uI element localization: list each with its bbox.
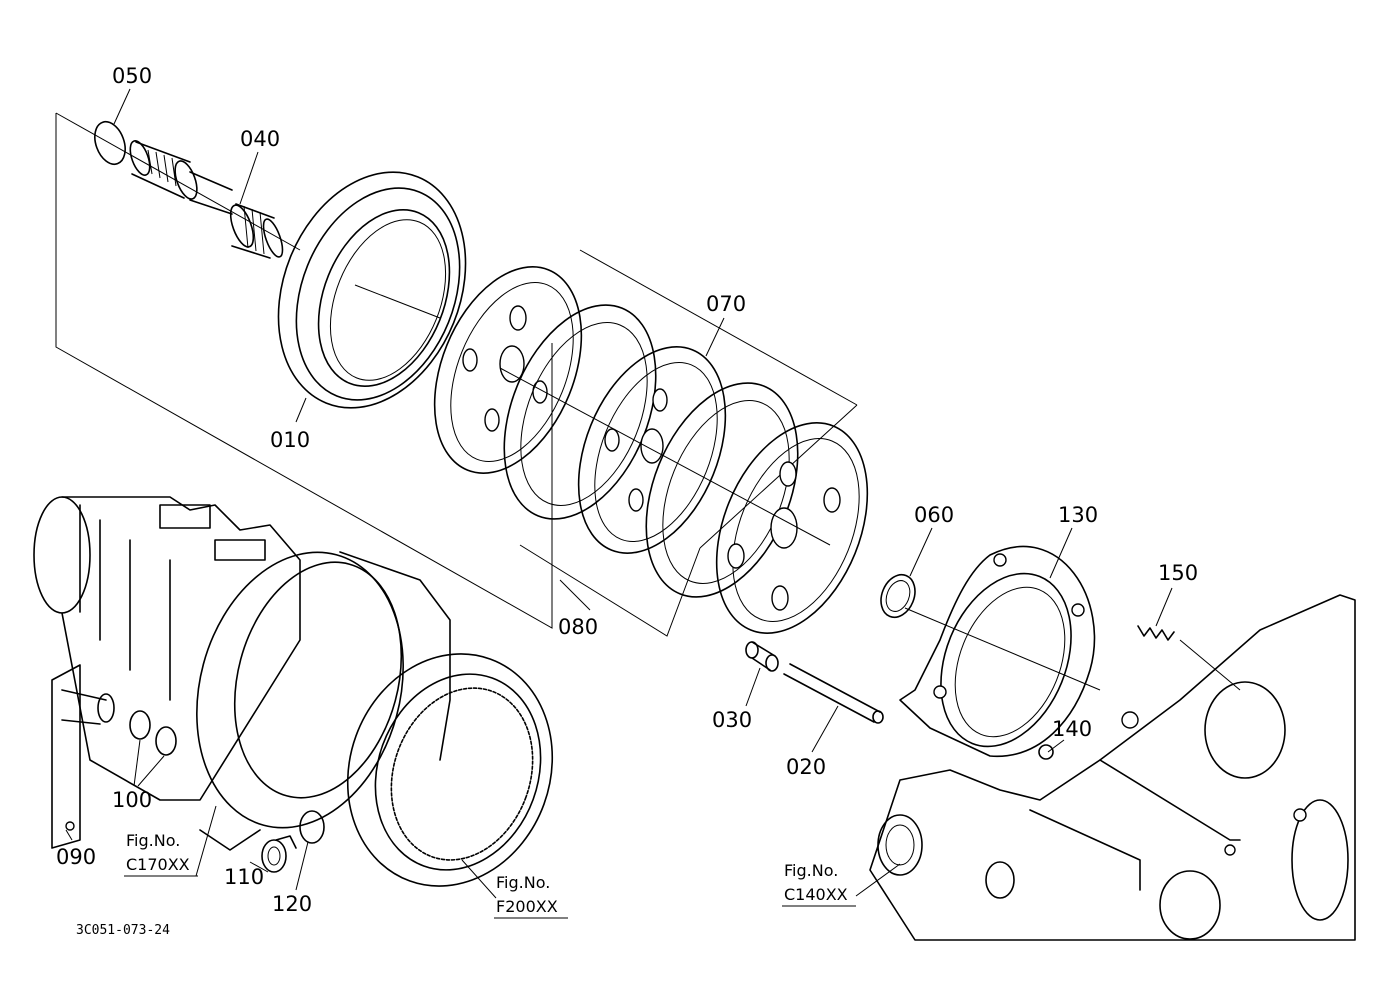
part-label-150: 150	[1158, 561, 1198, 585]
fig-ref-c170-line1: Fig.No.	[126, 831, 180, 850]
fig-ref-c140-line1: Fig.No.	[784, 861, 838, 880]
part-label-050: 050	[112, 64, 152, 88]
shaft-090-shape	[51, 664, 115, 849]
part-label-020: 020	[786, 755, 826, 779]
part-labels: 050 040 010 070 080 060 130 150 030 020 …	[56, 64, 1198, 916]
part-label-090: 090	[56, 845, 96, 869]
plate-130-shape	[899, 545, 1096, 757]
part-label-030: 030	[712, 708, 752, 732]
piston-010-shape	[277, 171, 467, 409]
o-ring-050-shape	[94, 120, 126, 166]
figure-reference-f200[interactable]: Fig.No. F200XX	[494, 873, 568, 919]
snap-ring-060-shape	[880, 573, 916, 619]
part-label-130: 130	[1058, 503, 1098, 527]
snap-ring-120-shape	[299, 810, 325, 844]
part-label-070: 070	[706, 292, 746, 316]
ball-140-shape	[1038, 744, 1054, 760]
o-rings-100-shape	[129, 710, 177, 756]
spring-150-shape	[1137, 625, 1241, 691]
collar-030-shape	[745, 641, 779, 672]
pin-020-shape	[783, 663, 884, 724]
part-label-060: 060	[914, 503, 954, 527]
part-label-080: 080	[558, 615, 598, 639]
collar-110-shape	[261, 835, 297, 873]
figure-reference-c140[interactable]: Fig.No. C140XX	[782, 861, 856, 907]
brake-discs-070-080-shape	[433, 266, 869, 634]
housing-c140-shape	[869, 594, 1356, 941]
assembly-bracket-lines	[55, 112, 858, 637]
part-label-120: 120	[272, 892, 312, 916]
fig-ref-f200-line1: Fig.No.	[496, 873, 550, 892]
shaft-040-shape	[129, 140, 284, 259]
part-label-140: 140	[1052, 717, 1092, 741]
ring-gear-f200-shape	[346, 653, 554, 887]
figure-reference-c170[interactable]: Fig.No. C170XX	[124, 831, 198, 877]
part-label-040: 040	[240, 127, 280, 151]
fig-ref-f200-line2[interactable]: F200XX	[496, 897, 558, 916]
drawing-code: 3C051-073-24	[76, 923, 170, 938]
fig-ref-c170-line2[interactable]: C170XX	[126, 855, 190, 874]
part-label-010: 010	[270, 428, 310, 452]
fig-ref-c140-line2[interactable]: C140XX	[784, 885, 848, 904]
part-label-110: 110	[224, 865, 264, 889]
part-label-100: 100	[112, 788, 152, 812]
gear-case-c170-shape	[33, 496, 451, 851]
leader-lines	[65, 88, 1173, 899]
